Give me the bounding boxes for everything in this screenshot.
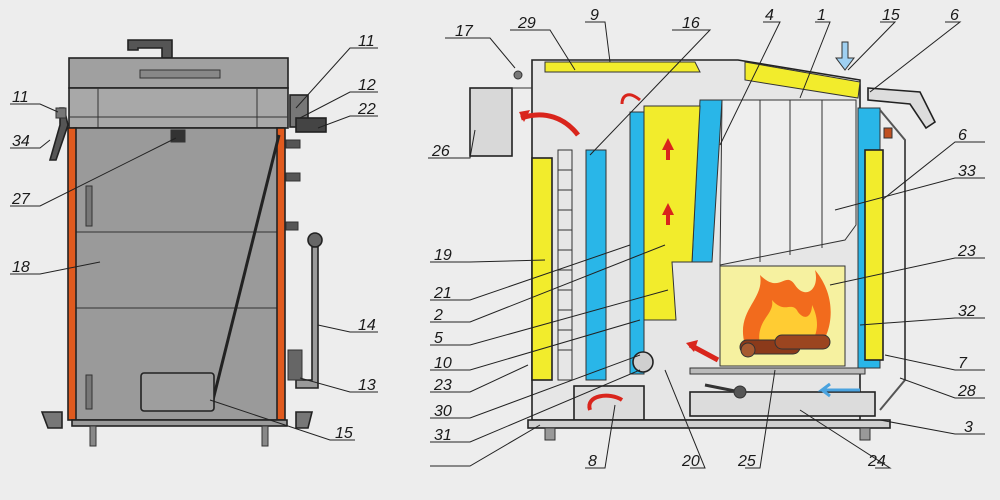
- callout-label: 25: [737, 453, 756, 470]
- callout-label: 8: [588, 453, 597, 470]
- callout-label: 18: [12, 259, 30, 276]
- callout-label: 3: [964, 419, 973, 436]
- log: [774, 334, 831, 350]
- callout-label: 34: [12, 133, 30, 150]
- callout-label: 6: [958, 127, 967, 144]
- cleaning-port: [632, 351, 654, 373]
- flue-box: [469, 87, 513, 157]
- front-view: [40, 39, 327, 447]
- callout-label: 23: [957, 243, 976, 260]
- flow-arrow-icon: [662, 138, 674, 160]
- callout-label: 7: [958, 355, 968, 372]
- grate: [689, 367, 866, 375]
- right-insulation: [864, 149, 884, 361]
- lower-chamber: [573, 385, 645, 421]
- flow-arrow-icon: [519, 110, 530, 122]
- ash-door: [140, 372, 215, 412]
- callout-label: 16: [682, 15, 700, 32]
- callout-label: 11: [12, 89, 29, 106]
- callout-label: 17: [455, 23, 474, 40]
- flow-arrow-icon: [686, 340, 698, 352]
- callout-label: 24: [867, 453, 886, 470]
- flow-arrow-icon: [587, 393, 624, 411]
- water-jacket-rear: [585, 149, 607, 381]
- ash-pan: [689, 391, 876, 417]
- loading-chamber: [719, 99, 857, 266]
- callout-label: 15: [335, 425, 353, 442]
- right-door: [879, 109, 906, 411]
- callout-label: 14: [358, 317, 376, 334]
- flow-arrow-icon: [620, 93, 641, 105]
- left-insulation: [531, 157, 553, 381]
- flame-icon: [742, 270, 831, 345]
- callout-label: 5: [434, 330, 443, 347]
- top-handle: [127, 39, 173, 59]
- lid-arm: [867, 87, 937, 130]
- air-inlet-arrow-icon: [817, 382, 860, 398]
- callout-label: 22: [357, 101, 376, 118]
- callout-label: 29: [517, 15, 536, 32]
- callout-label: 2: [433, 307, 443, 324]
- section-view: [469, 41, 937, 441]
- callout-label: 15: [882, 7, 900, 24]
- upper-door: [68, 87, 289, 129]
- callout-label: 4: [765, 7, 774, 24]
- callout-label: 21: [433, 285, 452, 302]
- air-inlet-arrow-icon: [835, 41, 855, 71]
- callouts-section: 17 29 9 16 4 1 15 6 26 6 33 19 21 23 2 3…: [431, 7, 976, 470]
- callouts-front: 11 12 22 11 34 27 18 14 13 15: [11, 33, 376, 442]
- callout-label: 28: [957, 383, 976, 400]
- pipe-cap: [307, 232, 323, 248]
- water-jacket-left: [629, 111, 645, 375]
- callout-label: 30: [434, 403, 452, 420]
- callout-label: 12: [358, 77, 376, 94]
- callout-label: 9: [590, 7, 599, 24]
- callout-label: 23: [433, 377, 452, 394]
- callout-label: 27: [11, 191, 31, 208]
- top-insulation: [544, 61, 701, 73]
- callout-label: 10: [434, 355, 452, 372]
- leader-lines: [10, 21, 985, 469]
- front-casing: [73, 127, 284, 421]
- side-pipe: [295, 246, 319, 389]
- callout-label: 31: [434, 427, 452, 444]
- callout-label: 20: [681, 453, 700, 470]
- callout-label: 1: [817, 7, 826, 24]
- side-panel-right: [276, 127, 286, 421]
- callout-label: 11: [358, 33, 375, 50]
- callout-label: 26: [431, 143, 450, 160]
- emblem: [170, 129, 186, 143]
- front-base: [71, 419, 288, 427]
- side-panel-left: [67, 127, 77, 421]
- flow-arrow-icon: [520, 112, 580, 137]
- control-rod: [211, 134, 281, 401]
- callout-label: 32: [958, 303, 976, 320]
- callout-label: 6: [950, 7, 959, 24]
- flow-arrow-icon: [662, 203, 674, 225]
- section-base: [527, 419, 891, 429]
- callout-label: 13: [358, 377, 376, 394]
- callout-label: 19: [434, 247, 452, 264]
- callout-label: 33: [958, 163, 976, 180]
- heat-exchanger: [557, 149, 573, 381]
